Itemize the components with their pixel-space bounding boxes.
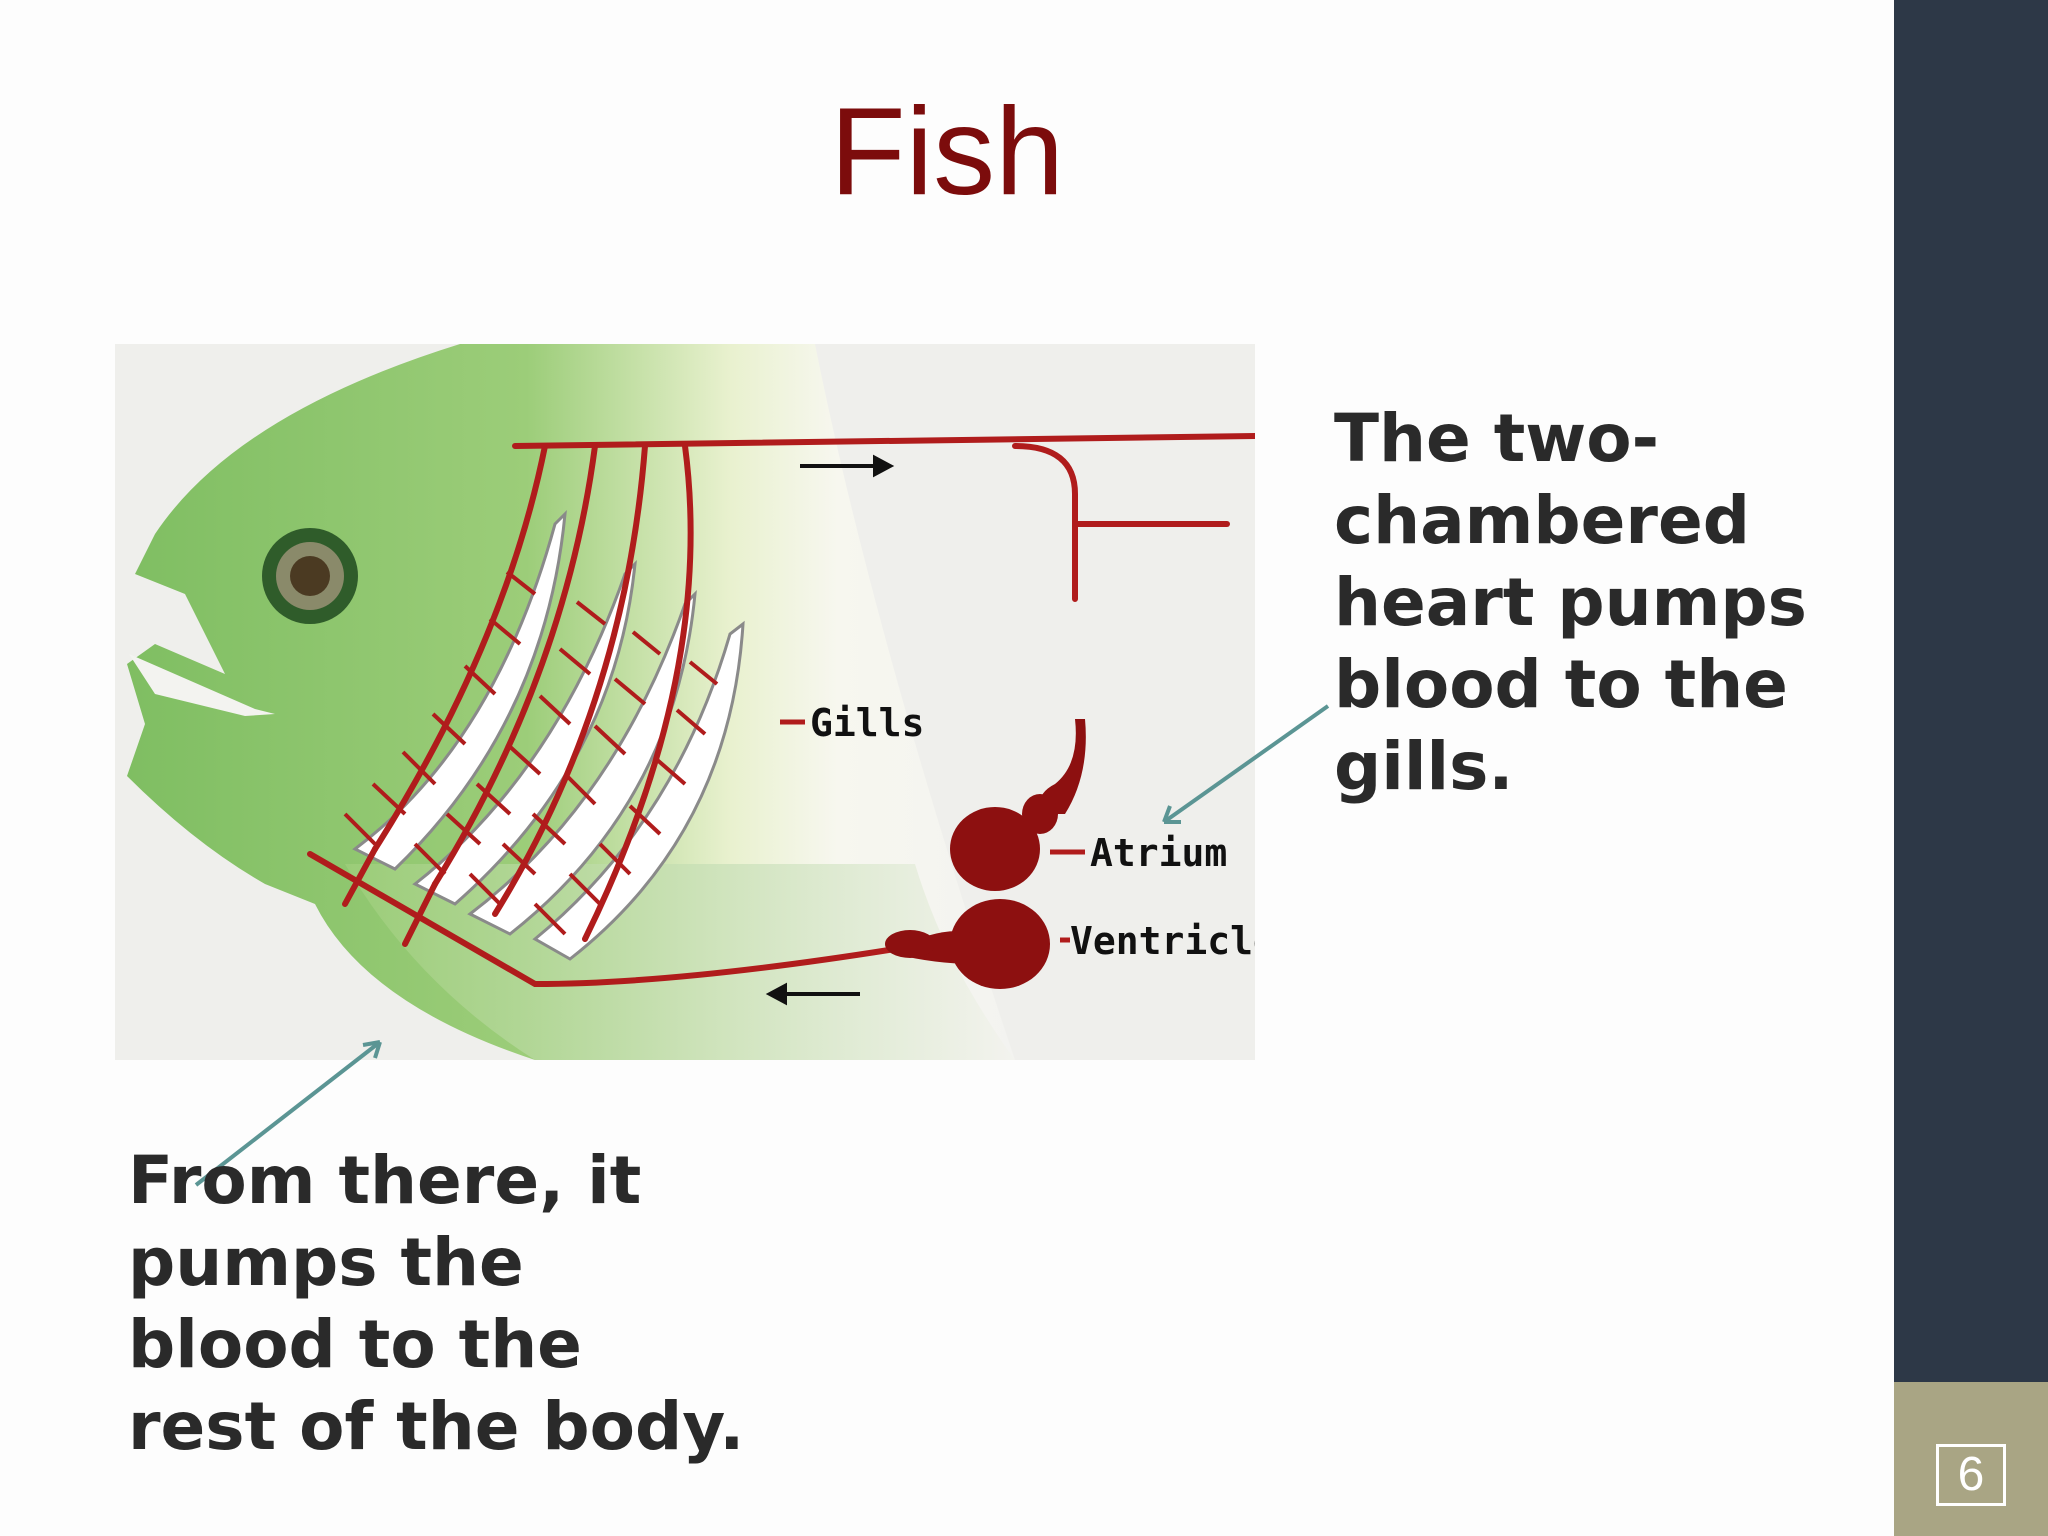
slide-title: Fish [829, 83, 1065, 221]
diagram-labels: Gills Atrium Ventricle [780, 701, 1255, 963]
atrium-chamber [950, 807, 1040, 891]
page-number-box: 6 [1894, 1382, 2048, 1536]
heart [885, 719, 1086, 989]
callout-heart-to-gills: The two-chambered heart pumps blood to t… [1334, 400, 1807, 805]
gill-arches [343, 509, 745, 961]
sidebar-panel [1894, 0, 2048, 1382]
page-number: 6 [1936, 1444, 2006, 1506]
fish-mouth [129, 654, 275, 716]
flow-arrows [765, 454, 895, 1006]
gills-label: Gills [810, 701, 924, 745]
ventricle-chamber [950, 899, 1050, 989]
callout-to-body: From there, it pumps the blood to the re… [128, 1142, 745, 1465]
fish-circulation-diagram: Gills Atrium Ventricle [115, 344, 1255, 1060]
blood-vessels [307, 433, 1255, 988]
fish-eye [262, 528, 358, 624]
atrium-label: Atrium [1090, 831, 1227, 875]
ventricle-label: Ventricle [1070, 919, 1255, 963]
